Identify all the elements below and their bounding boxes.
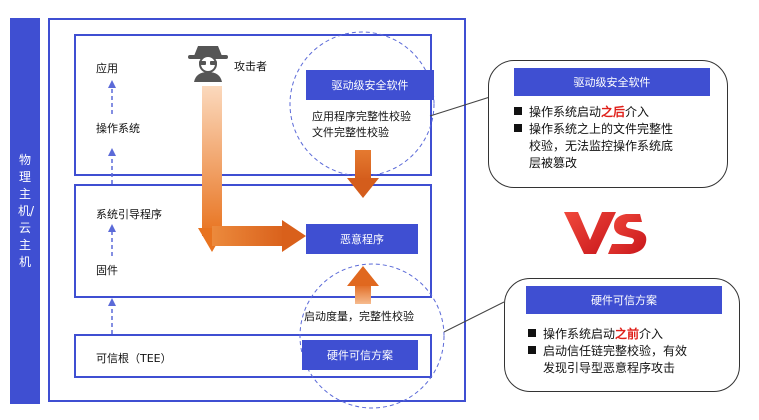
- software-callout-bullets: 操作系统启动之后介入 操作系统之上的文件完整性 校验，无法监控操作系统底 层被篡…: [514, 104, 673, 172]
- hardware-up-arrow: [347, 266, 379, 304]
- malware-button: 恶意程序: [306, 224, 418, 254]
- software-bullet-2-cont: 校验，无法监控操作系统底: [529, 139, 674, 153]
- hardware-bullet-2: 启动信任链完整校验，有效: [528, 343, 687, 360]
- flow-arrows-left: [108, 80, 116, 334]
- bootloader-label: 系统引导程序: [96, 208, 162, 221]
- os-layer: [74, 34, 432, 176]
- software-bullet-2-cont2: 层被篡改: [529, 156, 578, 170]
- software-bullet-2: 操作系统之上的文件完整性: [514, 121, 673, 138]
- software-down-arrow: [347, 150, 379, 198]
- app-label: 应用: [96, 62, 118, 75]
- firmware-label: 固件: [96, 264, 118, 277]
- attack-arrow: [198, 86, 306, 252]
- software-callout-title: 驱动级安全软件: [514, 68, 710, 96]
- hardware-scope-circle: [299, 263, 445, 409]
- os-label: 操作系统: [96, 122, 140, 135]
- boot-measurement-label: 启动度量，完整性校验: [304, 310, 414, 323]
- host-label-bar: 物理主机/云主机: [10, 18, 40, 404]
- root-of-trust-label: 可信根（TEE）: [96, 352, 172, 365]
- hardware-bullet-1: 操作系统启动之前介入: [528, 326, 687, 343]
- attacker-label: 攻击者: [234, 60, 267, 73]
- hardware-bullet-2-cont: 发现引导型恶意程序攻击: [543, 361, 676, 375]
- driver-software-button: 驱动级安全软件: [306, 70, 434, 100]
- file-integrity-check-label: 文件完整性校验: [312, 126, 389, 139]
- attacker-icon: [188, 46, 228, 82]
- software-bullet-1: 操作系统启动之后介入: [514, 104, 673, 121]
- hardware-connector: [443, 301, 505, 333]
- hardware-callout-bullets: 操作系统启动之前介入 启动信任链完整校验，有效 发现引导型恶意程序攻击: [528, 326, 687, 377]
- host-container: [48, 18, 466, 402]
- hardware-trust-button: 硬件可信方案: [302, 340, 418, 370]
- hardware-callout-title: 硬件可信方案: [526, 286, 722, 314]
- app-integrity-check-label: 应用程序完整性校验: [312, 110, 411, 123]
- host-label: 物理主机/云主机: [18, 152, 35, 269]
- vs-logo: [564, 212, 647, 254]
